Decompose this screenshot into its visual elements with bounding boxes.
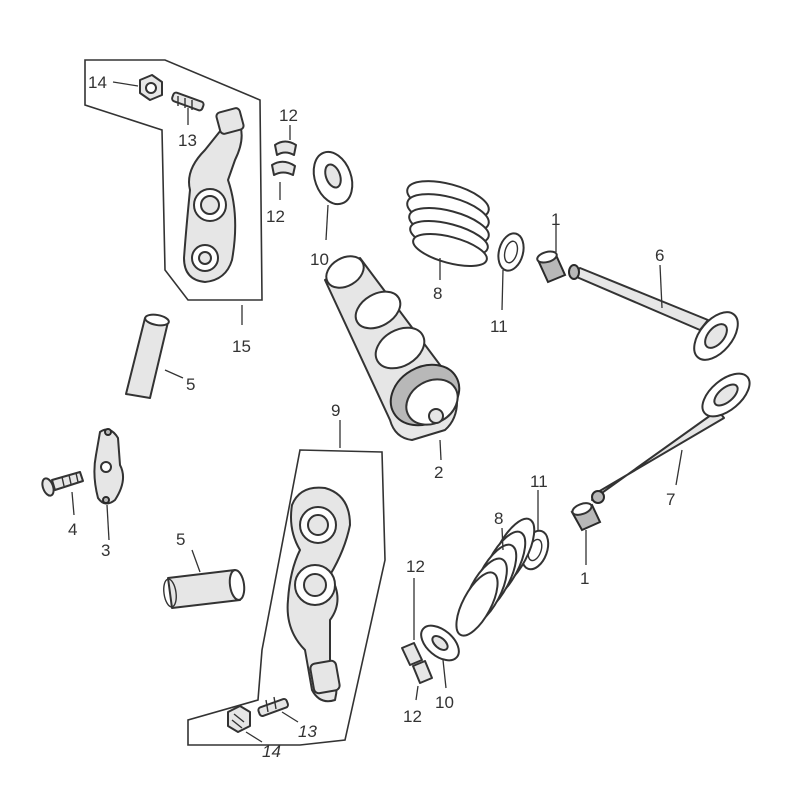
callout-13-top: 13 bbox=[178, 131, 197, 150]
nut-top bbox=[139, 74, 163, 101]
callout-12-bottom-a: 12 bbox=[406, 557, 425, 576]
rocker-arm-assembly-top: 14 13 15 bbox=[84, 59, 263, 356]
adjusting-screw-bottom: 13 bbox=[257, 696, 317, 741]
callout-9: 9 bbox=[331, 401, 340, 420]
callout-14-bottom: 14 bbox=[262, 742, 281, 761]
lock-plate-bolt: 4 bbox=[41, 471, 84, 539]
camshaft-lock-plate: 3 bbox=[93, 428, 125, 560]
callout-10-bottom: 10 bbox=[435, 693, 454, 712]
valve-spring-top: 8 bbox=[406, 180, 490, 303]
callout-15: 15 bbox=[232, 337, 251, 356]
callout-11-bottom: 11 bbox=[530, 472, 548, 491]
callout-1-top: 1 bbox=[551, 210, 560, 229]
rocker-arm-top bbox=[183, 107, 245, 283]
callout-5-top: 5 bbox=[186, 375, 195, 394]
callout-7: 7 bbox=[666, 490, 675, 509]
spring-retainer-top: 10 bbox=[310, 150, 354, 269]
callout-8-top: 8 bbox=[433, 284, 442, 303]
exhaust-valve: 7 bbox=[591, 372, 751, 509]
rocker-shaft-top: 5 bbox=[125, 313, 195, 399]
adjusting-screw-top bbox=[171, 91, 205, 112]
spring-seat-top: 11 bbox=[490, 232, 525, 336]
valve-oil-seal-top: 1 bbox=[536, 210, 567, 284]
intake-valve: 6 bbox=[568, 246, 739, 361]
camshaft: 2 bbox=[324, 255, 461, 482]
callout-2: 2 bbox=[434, 463, 443, 482]
callout-12-bottom-b: 12 bbox=[403, 707, 422, 726]
callout-12-top-a: 12 bbox=[279, 106, 298, 125]
valve-spring-bottom: 8 bbox=[455, 509, 536, 637]
rocker-arm-bottom bbox=[286, 486, 351, 703]
callout-6: 6 bbox=[655, 246, 664, 265]
callout-3: 3 bbox=[101, 541, 110, 560]
callout-11-top: 11 bbox=[490, 317, 508, 336]
nut-bottom: 14 bbox=[227, 705, 281, 761]
callout-13-bottom: 13 bbox=[298, 722, 317, 741]
rocker-shaft-bottom: 5 bbox=[163, 530, 246, 609]
callout-4: 4 bbox=[68, 520, 77, 539]
rocker-arm-assembly-bottom: 9 bbox=[187, 401, 386, 746]
callout-8-bottom: 8 bbox=[494, 509, 503, 528]
valve-oil-seal-bottom: 1 bbox=[570, 502, 602, 588]
callout-12-top-b: 12 bbox=[266, 207, 285, 226]
valve-cotters-bottom: 12 12 bbox=[401, 557, 433, 726]
callout-10-top: 10 bbox=[310, 250, 329, 269]
spring-retainer-bottom: 10 bbox=[420, 624, 460, 712]
callout-14-top: 14 bbox=[88, 73, 107, 92]
callout-1-bottom: 1 bbox=[580, 569, 589, 588]
valve-cotters-top: 12 12 bbox=[266, 106, 298, 226]
callout-5-bottom: 5 bbox=[176, 530, 185, 549]
